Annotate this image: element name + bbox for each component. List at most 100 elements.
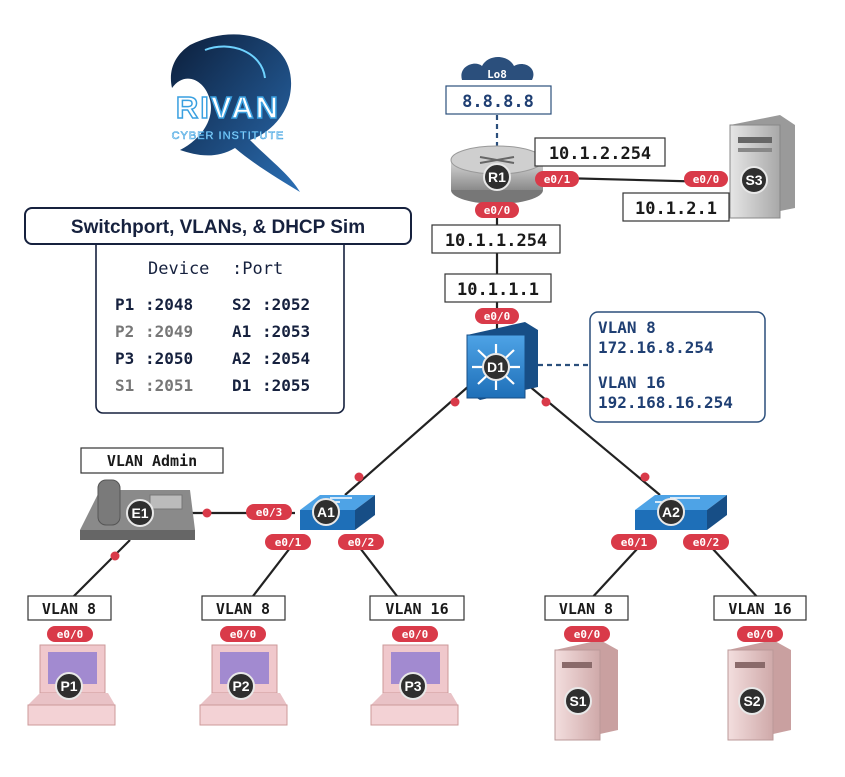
port-s2-e00: e0/0 [747, 628, 774, 641]
cloud-ip: 8.8.8.8 [462, 92, 534, 112]
server-badge [564, 687, 592, 715]
ip-d1-e00: 10.1.1.1 [457, 280, 539, 300]
vlan8-label: VLAN 8 [598, 318, 656, 337]
pc-p1[interactable]: P1 [27, 644, 116, 726]
link-d1-a1 [344, 384, 471, 496]
link-e1-p1 [69, 539, 131, 601]
port-header-port: :Port [232, 259, 283, 279]
pc-badge [55, 672, 83, 700]
port-row-port: :2053 [262, 322, 310, 341]
port-a2-e02: e0/2 [693, 536, 720, 549]
switch-a1[interactable]: A1 [300, 495, 375, 530]
switch-d1-label: D1 [487, 359, 505, 375]
cloud-ip-box [445, 85, 552, 115]
diagram-title: Switchport, VLANs, & DHCP Sim [71, 217, 365, 238]
port-p2-e00: e0/0 [230, 628, 257, 641]
server-s3-label: S3 [745, 172, 762, 188]
link-dots [110, 397, 650, 561]
vlan-tag-p1: VLAN 8 [42, 600, 96, 618]
ip-s3: 10.1.2.1 [635, 199, 717, 219]
server-badge [740, 166, 768, 194]
port-row-device: P1 [115, 295, 134, 314]
vlan-tag-s1: VLAN 8 [559, 600, 613, 618]
link-dot [110, 551, 120, 561]
port-row-port: :2052 [262, 295, 310, 314]
port-p3-e00: e0/0 [402, 628, 429, 641]
port-row-device: A1 [232, 322, 251, 341]
dragon-icon [170, 34, 300, 192]
vlan-tag-box [369, 595, 465, 621]
cloud-label: Lo8 [487, 68, 507, 81]
switch-badge [482, 353, 510, 381]
server-s3[interactable]: S3 [729, 115, 795, 219]
pc-p1-label: P1 [60, 678, 77, 694]
port-d1-e00: e0/0 [484, 310, 511, 323]
port-row-port: :2049 [145, 322, 193, 341]
port-header-device: Device [148, 259, 209, 279]
port-r1-e00: e0/0 [484, 204, 511, 217]
multilayer-switch-d1[interactable]: D1 [466, 322, 538, 400]
port-row-port: :2048 [145, 295, 193, 314]
pc-p2-label: P2 [232, 678, 249, 694]
vlan-tag-box [201, 595, 286, 621]
port-a1-e01: e0/1 [275, 536, 302, 549]
vlan8-ip: 172.16.8.254 [598, 338, 714, 357]
phone-e1-label: E1 [131, 505, 148, 521]
rivan-logo: RIVAN CYBER INSTITUTE [170, 34, 300, 192]
port-row-device: S1 [115, 376, 134, 395]
port-row-device: D1 [232, 376, 251, 395]
ip-box [431, 224, 561, 254]
brand-tagline: CYBER INSTITUTE [172, 130, 285, 142]
link-dot [202, 508, 212, 518]
vlan-tag-box [544, 595, 629, 621]
server-s1[interactable]: S1 [554, 640, 618, 741]
pc-badge [227, 672, 255, 700]
port-row-port: :2055 [262, 376, 310, 395]
port-r1-e01: e0/1 [544, 173, 571, 186]
ip-box [622, 192, 730, 222]
port-labels: e0/1 e0/0 e0/0 e0/0 e0/3 e0/1 e0/2 e0/1 … [47, 171, 783, 642]
port-row-device: S2 [232, 295, 251, 314]
switch-a2[interactable]: A2 [635, 495, 727, 530]
loopback-cloud: Lo8 8.8.8.8 [445, 57, 552, 115]
router-badge [483, 163, 511, 191]
link-dot [640, 472, 650, 482]
server-badge [738, 687, 766, 715]
vlan-tag-p3: VLAN 16 [385, 600, 448, 618]
vlan-tag-box [713, 595, 807, 621]
pc-badge [399, 672, 427, 700]
link-dot [354, 472, 364, 482]
port-s1-e00: e0/0 [574, 628, 601, 641]
server-s2[interactable]: S2 [727, 640, 791, 741]
link-dot [541, 397, 551, 407]
pc-p2[interactable]: P2 [199, 644, 288, 726]
brand-name: RIVAN [176, 90, 280, 125]
router-r1[interactable]: R1 [450, 145, 544, 204]
port-a1-e02: e0/2 [348, 536, 375, 549]
port-row-device: P3 [115, 349, 134, 368]
ip-r1-e00: 10.1.1.254 [445, 231, 547, 251]
switch-a2-label: A2 [662, 504, 680, 520]
vlan-tag-s2: VLAN 16 [728, 600, 791, 618]
port-row-port: :2054 [262, 349, 310, 368]
ip-phone-e1[interactable]: E1 [80, 479, 195, 540]
vlan16-label: VLAN 16 [598, 373, 665, 392]
port-info-panel: Switchport, VLANs, & DHCP Sim Device :Po… [24, 207, 412, 414]
port-row-device: A2 [232, 349, 251, 368]
port-a1-e03: e0/3 [256, 506, 283, 519]
cloud-icon [461, 57, 534, 80]
vlan-info-box [589, 311, 766, 423]
ip-box [534, 137, 666, 167]
port-p1-e00: e0/0 [57, 628, 84, 641]
switch-a1-label: A1 [317, 504, 335, 520]
switch-badge [312, 498, 340, 526]
phone-badge [126, 499, 154, 527]
vlan16-ip: 192.168.16.254 [598, 393, 733, 412]
server-s1-label: S1 [569, 693, 586, 709]
port-a2-e01: e0/1 [621, 536, 648, 549]
link-dot [450, 397, 460, 407]
vlan-tag-box [80, 447, 224, 474]
pc-p3[interactable]: P3 [370, 644, 459, 726]
router-r1-label: R1 [488, 169, 506, 185]
